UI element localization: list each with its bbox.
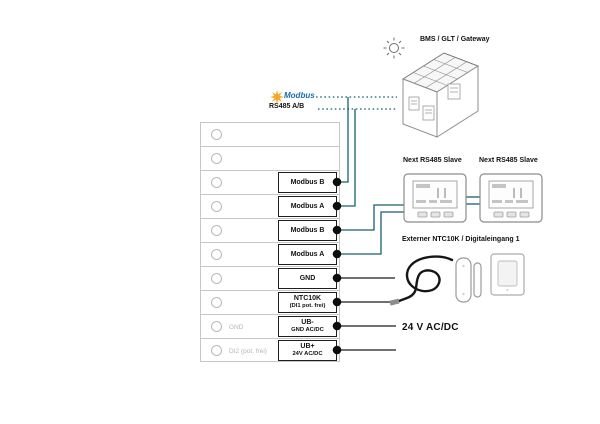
terminal-row-modbus-b-2: Modbus B <box>201 219 339 243</box>
terminal-hole-icon <box>211 345 222 356</box>
terminal-label: NTC10K <box>293 295 322 303</box>
terminal-label: Modbus A <box>290 250 325 258</box>
terminal-row <box>201 147 339 171</box>
terminal-sublabel: GND AC/DC <box>291 327 324 334</box>
terminal-row <box>201 123 339 147</box>
terminal-row-gnd: GND <box>201 267 339 291</box>
wall-switch <box>490 253 525 296</box>
wire-modbus-b2-to-slave <box>337 204 404 231</box>
terminal-label-box: GND <box>278 268 337 289</box>
rs485-bus-label: RS485 A/B <box>269 103 305 110</box>
slave1-label: Next RS485 Slave <box>403 157 462 164</box>
terminal-label-box: NTC10K (DI1 pot. frei) <box>278 292 337 313</box>
modbus-logo-text: Modbus <box>284 91 315 100</box>
wire-modbus-a2-to-slave <box>337 211 404 255</box>
thermostat-screen <box>412 180 458 209</box>
thermostat-screen <box>488 180 534 209</box>
terminal-label-box: Modbus B <box>278 220 337 241</box>
terminal-label: UB- <box>301 319 314 327</box>
terminal-label-box: Modbus A <box>278 196 337 217</box>
slave2-label: Next RS485 Slave <box>479 157 538 164</box>
terminal-hole-icon <box>211 225 222 236</box>
terminal-sublabel: (DI1 pot. frei) <box>289 303 326 310</box>
terminal-row-modbus-a-1: Modbus A <box>201 195 339 219</box>
terminal-row-ub-minus: GND UB- GND AC/DC <box>201 315 339 339</box>
terminal-hole-icon <box>211 321 222 332</box>
probe-metal-tip <box>389 298 400 306</box>
thermostat-slave-1 <box>403 173 467 223</box>
terminal-row-modbus-b-1: Modbus B <box>201 171 339 195</box>
house-right-wall <box>436 65 479 138</box>
terminal-block: Modbus B Modbus A Modbus B Modbus A GND <box>200 122 340 362</box>
terminal-label-box: UB+ 24V AC/DC <box>278 340 337 361</box>
terminal-row-ub-plus: DI2 (pot. frei) UB+ 24V AC/DC <box>201 339 339 363</box>
terminal-hole-icon <box>211 249 222 260</box>
terminal-hole-icon <box>211 153 222 164</box>
house-front-wall <box>402 78 438 138</box>
temperature-probe <box>389 255 454 306</box>
terminal-label-box: Modbus B <box>278 172 337 193</box>
terminal-sublabel: 24V AC/DC <box>292 351 323 358</box>
terminal-left-label: DI2 (pot. frei) <box>229 347 267 355</box>
bms-gateway-label: BMS / GLT / Gateway <box>420 36 490 43</box>
bms-gateway-house <box>383 37 480 138</box>
terminal-label: UB+ <box>300 343 315 351</box>
terminal-row-ntc10k: NTC10K (DI1 pot. frei) <box>201 291 339 315</box>
thermostat-slave-2 <box>479 173 543 223</box>
house-equipment-units <box>408 83 461 121</box>
terminal-hole-icon <box>211 297 222 308</box>
supply-voltage-label: 24 V AC/DC <box>402 322 459 333</box>
terminal-label: Modbus B <box>290 226 325 234</box>
modbus-logo-star-icon <box>270 90 284 104</box>
external-sensor-label: Externer NTC10K / Digitaleingang 1 <box>402 236 520 243</box>
terminal-hole-icon <box>211 177 222 188</box>
terminal-label: GND <box>299 274 316 282</box>
terminal-hole-icon <box>211 201 222 212</box>
door-contact-sensor <box>455 257 482 303</box>
terminal-left-label: GND <box>229 323 244 331</box>
solar-roof <box>401 52 480 93</box>
terminal-label-box: Modbus A <box>278 244 337 265</box>
sun-icon <box>383 37 405 59</box>
thermostat-buttons <box>417 211 454 218</box>
thermostat-buttons <box>493 211 530 218</box>
terminal-label: Modbus B <box>290 178 325 186</box>
terminal-label-box: UB- GND AC/DC <box>278 316 337 337</box>
terminal-hole-icon <box>211 129 222 140</box>
solar-grid-lines <box>413 57 468 88</box>
terminal-row-modbus-a-2: Modbus A <box>201 243 339 267</box>
terminal-label: Modbus A <box>290 202 325 210</box>
terminal-hole-icon <box>211 273 222 284</box>
